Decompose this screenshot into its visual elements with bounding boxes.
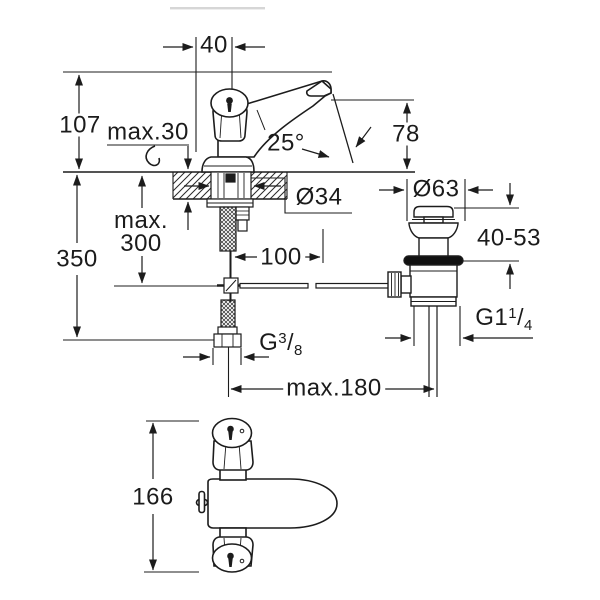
dim-hose-length-max-word: max. (113, 207, 169, 234)
faucet-side-view (201, 79, 332, 173)
top-view-body (207, 478, 338, 529)
dim-body-length: 166 (129, 485, 177, 509)
scan-artifact-line (170, 7, 265, 10)
dim-spout-reach: 100 (257, 245, 305, 269)
top-view-upper-skirt (212, 440, 254, 471)
supply-nut (213, 333, 242, 348)
faucet-base (201, 156, 255, 173)
waste-thread-base: G1 (475, 304, 509, 331)
waste-thread-slash: / (517, 304, 524, 330)
supply-thread-sub: 8 (294, 342, 303, 359)
waste-flange (408, 222, 459, 239)
dim-total-height: 350 (53, 247, 101, 271)
under-deck-assembly (206, 171, 390, 348)
rod-knob (387, 271, 402, 298)
dim-deck-thickness: max.30 (107, 118, 189, 146)
popup-horizontal-rod (239, 282, 309, 289)
water-stream-line (332, 93, 354, 164)
waste-body (409, 264, 458, 298)
supply-thread-slash: / (287, 329, 295, 355)
mounting-stud (235, 206, 250, 221)
faucet-top-view (195, 417, 338, 573)
waste-cap (413, 205, 454, 218)
spout-aerator (305, 79, 332, 97)
dim-supply-thread: G3/8 (259, 329, 303, 359)
flex-hose-upper (219, 206, 237, 252)
dim-connection-distance: max.180 (283, 376, 385, 400)
popup-waste-assembly (387, 205, 464, 397)
dim-handle-offset: 40 (200, 31, 228, 59)
waste-thread-sub: 4 (523, 317, 533, 334)
flex-hose-lower (220, 299, 236, 331)
flow-direction-arrow (355, 126, 372, 148)
supply-thread-base: G (259, 329, 279, 356)
handle-indicator-dot (226, 97, 233, 104)
dim-spout-angle: 25° (267, 129, 305, 157)
dim-hole-diameter: Ø34 (295, 183, 343, 211)
dim-hose-length-max-value: 300 (120, 230, 162, 257)
waste-thread-sup: 1 (508, 305, 518, 322)
annotation-lines (145, 93, 354, 167)
deck-hook-mark (145, 145, 161, 167)
dim-waste-thread: G11/4 (475, 304, 533, 334)
dim-outlet-height: 78 (389, 122, 423, 146)
waste-seal-ring (403, 255, 464, 266)
dim-height-above-deck: 107 (56, 113, 104, 137)
dim-hose-length-max: max. 300 (110, 207, 172, 257)
dim-waste-height-range: 40-53 (477, 224, 541, 252)
supply-thread-sup: 3 (278, 330, 288, 347)
angle-leader-arrow (301, 148, 330, 158)
dim-waste-flange-diameter: Ø63 (412, 175, 460, 203)
